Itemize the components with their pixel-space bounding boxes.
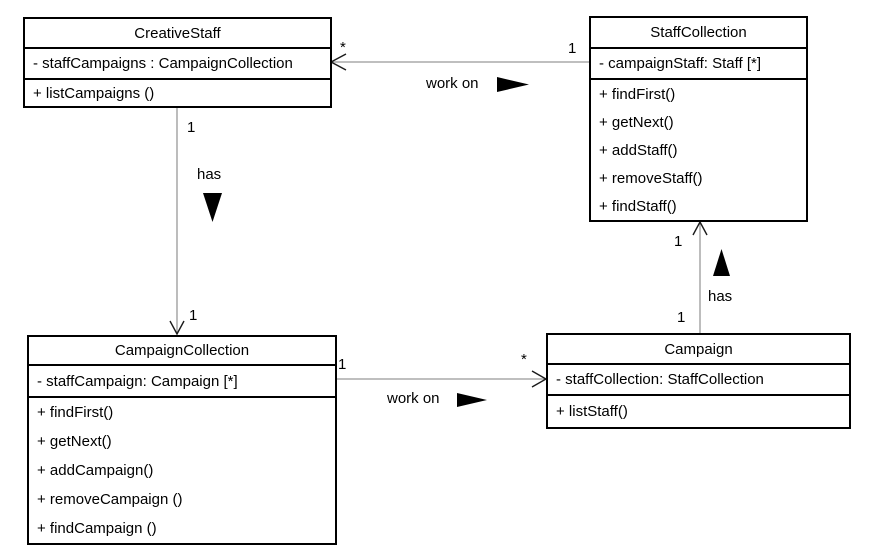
class-attribute: - staffCollection: StaffCollection xyxy=(556,371,764,388)
class-method: + getNext() xyxy=(599,113,674,131)
multiplicity-label: * xyxy=(340,39,346,56)
methods-compartment: + findFirst() + getNext() + addCampaign(… xyxy=(29,398,335,543)
direction-arrow-right-icon xyxy=(457,393,487,407)
multiplicity-label: 1 xyxy=(568,40,577,57)
class-title: CreativeStaff xyxy=(25,19,330,49)
multiplicity-label: 1 xyxy=(677,309,686,326)
class-method: + getNext() xyxy=(37,433,112,450)
attributes-compartment: - staffCampaigns : CampaignCollection xyxy=(25,49,330,80)
direction-arrow-up-icon xyxy=(713,249,730,276)
class-method: + findFirst() xyxy=(37,404,114,421)
class-title: CampaignCollection xyxy=(29,337,335,366)
multiplicity-label: 1 xyxy=(338,356,347,373)
methods-compartment: + findFirst() + getNext() + addStaff() +… xyxy=(591,80,806,220)
direction-arrow-down-icon xyxy=(203,193,222,222)
class-method: + listCampaigns () xyxy=(33,84,155,102)
association-label: has xyxy=(708,288,733,305)
methods-compartment: + listStaff() xyxy=(548,396,849,427)
class-title: StaffCollection xyxy=(591,18,806,49)
class-attribute: - staffCampaign: Campaign [*] xyxy=(37,372,238,390)
attributes-compartment: - campaignStaff: Staff [*] xyxy=(591,49,806,80)
class-method: + addStaff() xyxy=(599,141,678,159)
class-method: + findFirst() xyxy=(599,85,676,103)
class-title: Campaign xyxy=(548,335,849,365)
class-method: + removeCampaign () xyxy=(37,491,183,508)
association-label: work on xyxy=(426,75,479,92)
class-method: + findCampaign () xyxy=(37,520,157,537)
class-attribute: - staffCampaigns : CampaignCollection xyxy=(33,55,293,72)
association-label: has xyxy=(197,166,222,183)
class-method: + listStaff() xyxy=(556,403,628,420)
direction-arrow-right-icon xyxy=(497,77,529,92)
class-box-campaign: Campaign - staffCollection: StaffCollect… xyxy=(546,333,851,429)
open-arrowhead-down-icon xyxy=(169,320,185,336)
multiplicity-label: * xyxy=(521,351,527,368)
association-label: work on xyxy=(387,390,440,407)
class-attribute: - campaignStaff: Staff [*] xyxy=(599,55,762,72)
attributes-compartment: - staffCampaign: Campaign [*] xyxy=(29,366,335,398)
class-box-campaigncollection: CampaignCollection - staffCampaign: Camp… xyxy=(27,335,337,545)
class-method: + removeStaff() xyxy=(599,169,703,187)
class-box-staffcollection: StaffCollection - campaignStaff: Staff [… xyxy=(589,16,808,222)
open-arrowhead-up-icon xyxy=(692,220,708,236)
class-box-creativestaff: CreativeStaff - staffCampaigns : Campaig… xyxy=(23,17,332,108)
multiplicity-label: 1 xyxy=(674,233,683,250)
class-method: + addCampaign() xyxy=(37,462,154,479)
multiplicity-label: 1 xyxy=(187,119,196,136)
multiplicity-label: 1 xyxy=(189,307,198,324)
methods-compartment: + listCampaigns () xyxy=(25,80,330,106)
class-method: + findStaff() xyxy=(599,197,677,215)
attributes-compartment: - staffCollection: StaffCollection xyxy=(548,365,849,396)
